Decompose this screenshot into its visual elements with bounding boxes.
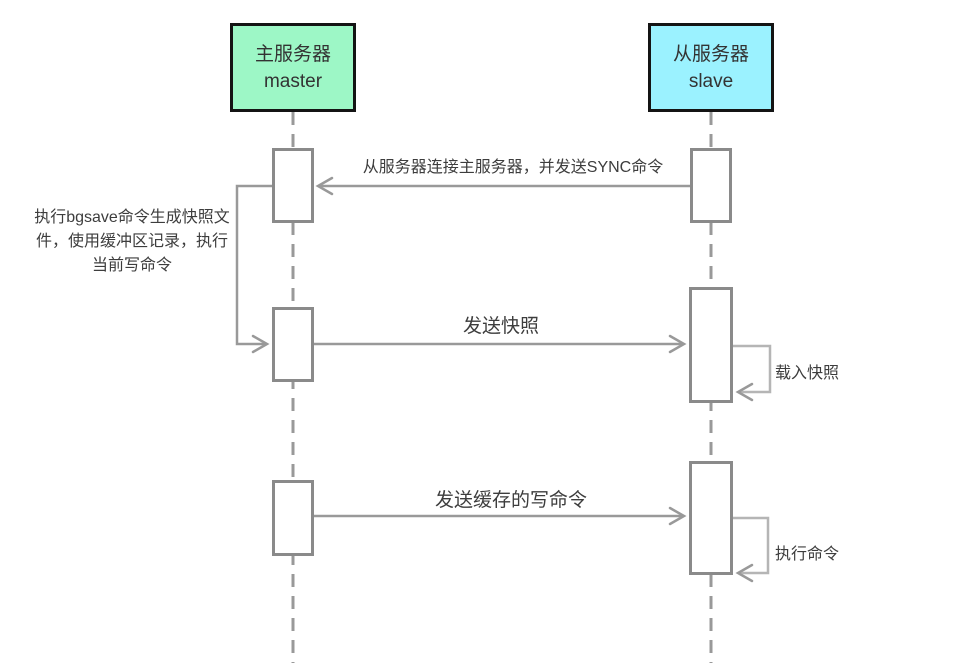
loop-load-snapshot-head <box>735 382 754 402</box>
loop-load-snapshot <box>733 344 772 394</box>
activation-master-1 <box>272 148 314 223</box>
actor-master-name-en: master <box>263 70 323 92</box>
message-label-bgsave: 执行bgsave命令生成快照文 件，使用缓冲区记录，执行 当前写命令 <box>34 209 230 274</box>
arrow-bgsave-selfcall <box>235 184 272 346</box>
loop-execute-command <box>733 516 770 575</box>
message-label-send-buffered: 发送缓存的写命令 <box>434 490 588 511</box>
actor-slave: 从服务器 slave <box>648 23 774 112</box>
activation-slave-1 <box>690 148 732 223</box>
loop-execute-command-head <box>735 563 754 583</box>
actor-master-name-cn: 主服务器 <box>254 43 331 65</box>
arrow-buffered-head <box>668 506 687 526</box>
activation-master-2 <box>272 307 314 382</box>
activation-master-3 <box>272 480 314 556</box>
arrow-bgsave-head <box>251 334 270 354</box>
arrow-sync-head <box>315 176 334 196</box>
message-label-sync: 从服务器连接主服务器，并发送SYNC命令 <box>362 159 664 176</box>
arrow-snapshot-head <box>668 334 687 354</box>
activation-slave-2 <box>689 287 733 403</box>
message-label-send-snapshot: 发送快照 <box>462 316 540 337</box>
activation-slave-3 <box>689 461 733 575</box>
message-label-execute-command: 执行命令 <box>775 546 840 563</box>
actor-slave-name-en: slave <box>688 70 734 92</box>
actor-master: 主服务器 master <box>230 23 356 112</box>
message-label-load-snapshot: 载入快照 <box>775 365 840 382</box>
actor-slave-name-cn: 从服务器 <box>672 43 749 65</box>
